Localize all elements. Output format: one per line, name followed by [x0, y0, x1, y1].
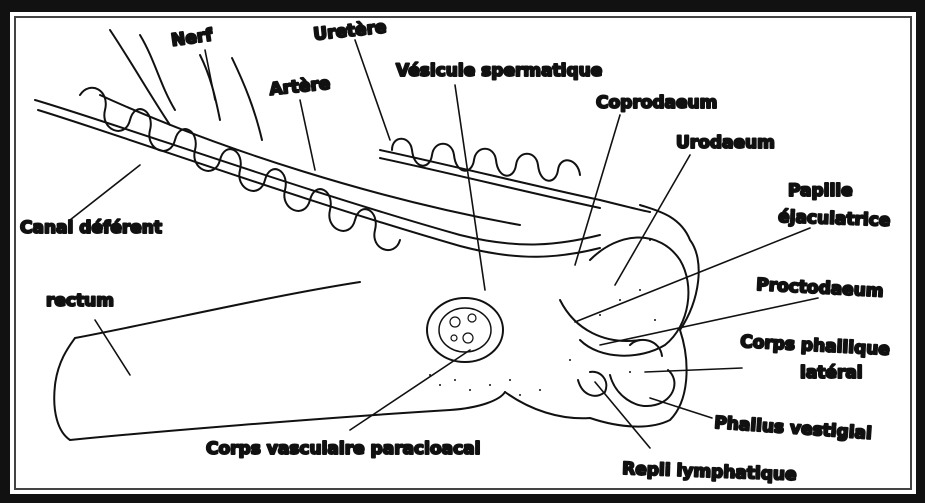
- label-papille-2: éjaculatrice: [778, 207, 891, 231]
- leader-urodaeum: [615, 155, 690, 285]
- leader-canal: [70, 165, 140, 220]
- nerve-line-2: [140, 35, 175, 110]
- label-urodaeum: Urodaeum: [676, 133, 775, 153]
- label-coprodaeum: Coprodaeum: [596, 93, 717, 113]
- label-proctodaeum: Proctodaeum: [756, 275, 884, 302]
- ureter-line: [380, 150, 650, 212]
- leader-vesicule: [455, 85, 485, 290]
- label-rectum: rectum: [46, 291, 114, 311]
- stipple-dots: [429, 239, 656, 396]
- repli-lymphatique-shape: [578, 372, 606, 396]
- leader-corps-vasculaire: [350, 350, 470, 430]
- label-nerf: Nerf: [170, 25, 215, 51]
- nerve-line-1: [110, 30, 170, 125]
- leader-uretere: [355, 40, 390, 140]
- label-uretere: Uretère: [312, 17, 387, 45]
- leader-nerf: [205, 50, 215, 100]
- label-vesicule: Vésicule spermatique: [396, 61, 602, 81]
- label-canal: Canal déférent: [20, 218, 162, 238]
- leader-artere: [300, 100, 315, 170]
- phallus-shape: [610, 370, 674, 406]
- nerve-line-3: [200, 55, 220, 120]
- ureter-line-2: [380, 158, 600, 208]
- leader-corps-phallique: [645, 368, 742, 372]
- label-phallus: Phallus vestigial: [714, 413, 873, 444]
- label-papille-1: Papille: [788, 181, 853, 201]
- leader-repli: [595, 382, 650, 448]
- nerve-line-4: [232, 58, 262, 140]
- label-corps-phallique-2: latéral: [800, 363, 863, 383]
- label-corps-vasculaire: Corps vasculaire paracloacal: [206, 439, 480, 459]
- label-artere: Artère: [268, 74, 331, 100]
- urodaeum-chamber: [560, 300, 640, 341]
- label-repli: Repli lymphatique: [622, 459, 797, 485]
- label-corps-phallique-1: Corps phallique: [740, 332, 891, 360]
